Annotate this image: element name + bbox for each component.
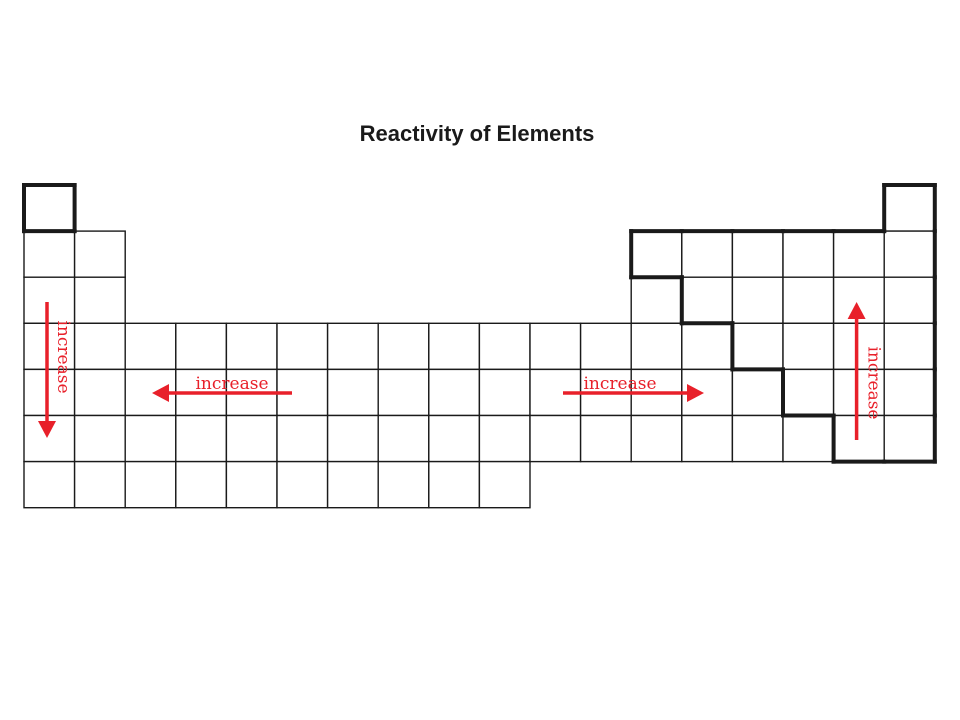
element-cell — [175, 414, 228, 463]
highlight-outlines — [22, 183, 937, 464]
element-cell — [225, 460, 278, 509]
element-cell — [124, 322, 177, 371]
element-cell — [73, 460, 126, 509]
element-cell — [428, 368, 481, 417]
arrow-head — [847, 302, 866, 319]
element-cell — [782, 322, 835, 371]
arrow-down: increase — [38, 302, 73, 438]
element-cell — [23, 460, 76, 509]
arrow-label: increase — [864, 346, 884, 419]
arrow-label: increase — [195, 374, 268, 394]
arrow-right: increase — [563, 374, 704, 402]
arrow-label: increase — [583, 374, 656, 394]
element-cell — [225, 322, 278, 371]
element-cell — [681, 414, 734, 463]
element-cell — [428, 322, 481, 371]
element-cell — [731, 414, 784, 463]
element-cell — [731, 322, 784, 371]
element-cell — [23, 230, 76, 278]
element-cell — [579, 414, 632, 463]
element-cell — [883, 276, 936, 325]
element-cell — [73, 276, 126, 325]
element-cell — [377, 460, 430, 509]
element-cell — [326, 414, 379, 463]
page-title: Reactivity of Elements — [360, 121, 595, 146]
element-cell — [529, 414, 582, 463]
element-cell — [175, 460, 228, 509]
element-cell — [529, 322, 582, 371]
outline-nonmetals — [629, 183, 937, 464]
element-cell — [478, 414, 531, 463]
periodic-table-grid — [23, 184, 936, 509]
element-cell — [73, 368, 126, 417]
element-cell — [630, 276, 683, 325]
element-cell — [377, 368, 430, 417]
arrow-label: increase — [53, 320, 73, 393]
element-cell — [681, 322, 734, 371]
element-cell — [478, 460, 531, 509]
element-cell — [276, 460, 329, 509]
element-cell — [782, 368, 835, 417]
element-cell — [73, 414, 126, 463]
element-cell — [124, 414, 177, 463]
element-cell — [428, 460, 481, 509]
element-cell — [175, 322, 228, 371]
element-cell — [579, 322, 632, 371]
element-cell — [731, 276, 784, 325]
arrow-left: increase — [152, 374, 292, 402]
element-cell — [681, 276, 734, 325]
element-cell — [73, 322, 126, 371]
element-cell — [326, 460, 379, 509]
element-cell — [630, 230, 683, 278]
element-cell — [276, 414, 329, 463]
element-cell — [832, 414, 885, 463]
element-cell — [225, 414, 278, 463]
element-cell — [73, 230, 126, 278]
element-cell — [883, 184, 936, 232]
arrow-up: increase — [847, 302, 884, 440]
element-cell — [630, 414, 683, 463]
element-cell — [832, 230, 885, 278]
arrow-head — [38, 421, 56, 438]
element-cell — [883, 414, 936, 463]
element-cell — [630, 322, 683, 371]
element-cell — [731, 230, 784, 278]
element-cell — [326, 368, 379, 417]
arrow-head — [687, 384, 704, 402]
element-cell — [124, 460, 177, 509]
trend-arrows: increase increase increase increase — [38, 302, 884, 440]
element-cell — [23, 322, 76, 371]
element-cell — [883, 322, 936, 371]
element-cell — [377, 322, 430, 371]
element-cell — [782, 276, 835, 325]
element-cell — [377, 414, 430, 463]
element-cell — [883, 368, 936, 417]
element-cell — [782, 230, 835, 278]
element-cell — [681, 230, 734, 278]
outline-hydrogen — [22, 183, 77, 234]
element-cell — [883, 230, 936, 278]
element-cell — [782, 414, 835, 463]
element-cell — [478, 368, 531, 417]
element-cell — [23, 184, 76, 232]
element-cell — [731, 368, 784, 417]
arrow-head — [152, 384, 169, 402]
element-cell — [276, 322, 329, 371]
element-cell — [478, 322, 531, 371]
element-cell — [326, 322, 379, 371]
element-cell — [428, 414, 481, 463]
element-cell — [23, 276, 76, 325]
